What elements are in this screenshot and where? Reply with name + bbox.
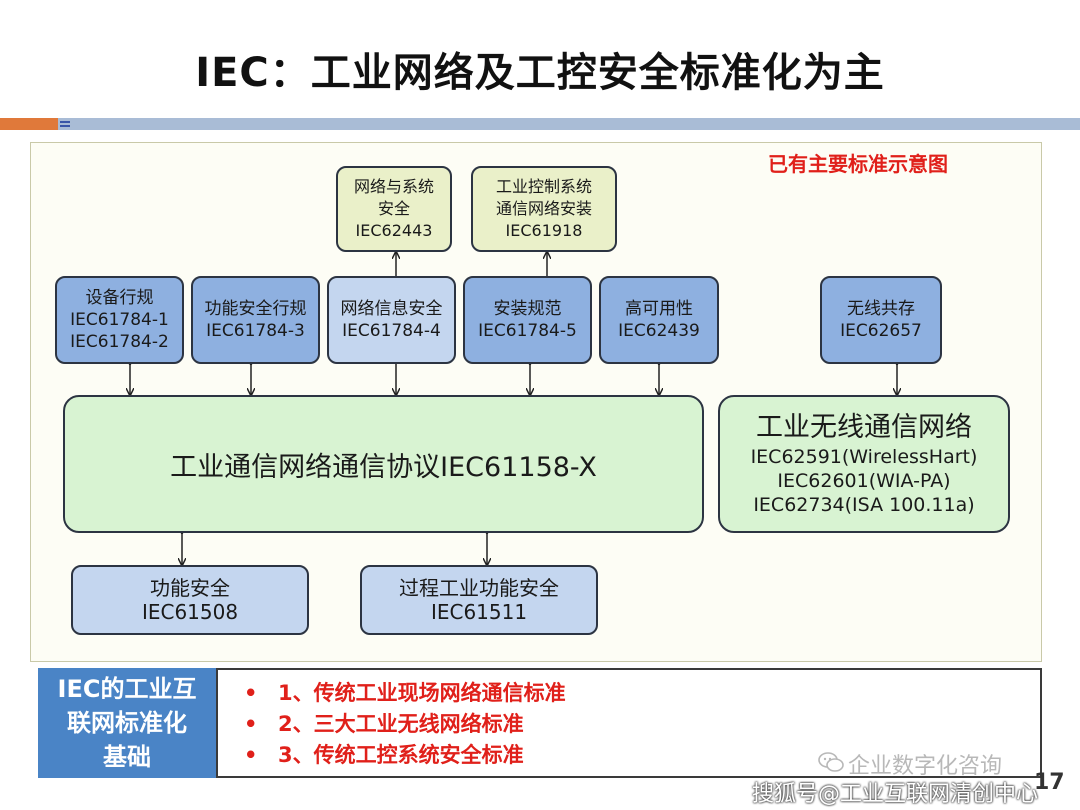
footer-label-line-1: IEC的工业互 xyxy=(57,675,197,703)
box-industrial-wireless-line-3: IEC62734(ISA 100.11a) xyxy=(753,494,975,516)
box-process-safety-line-1: 过程工业功能安全 xyxy=(399,576,559,600)
box-functional-safety-profile-line-1: 功能安全行规 xyxy=(204,299,307,319)
footer-item: • 1、传统工业现场网络通信标准 xyxy=(244,678,1040,709)
box-functional-safety: 功能安全 IEC61508 xyxy=(71,565,309,635)
box-iec62443: 网络与系统 安全 IEC62443 xyxy=(336,166,452,252)
bullet-icon: • xyxy=(244,681,258,705)
box-industrial-wireless-line-2: IEC62601(WIA-PA) xyxy=(777,470,951,492)
footer-item-text: 1、传统工业现场网络通信标准 xyxy=(278,681,566,705)
footer-label-line-2: 联网标准化 xyxy=(67,709,187,737)
box-iec61918-line-2: 通信网络安装 xyxy=(495,199,592,218)
bullet-icon: • xyxy=(244,743,258,767)
header-bar-accent xyxy=(0,118,58,130)
box-high-availability-line-2: IEC62439 xyxy=(618,321,700,341)
box-installation-spec-line-2: IEC61784-5 xyxy=(478,321,577,341)
box-iec61918-line-1: 工业控制系统 xyxy=(495,177,592,196)
box-iec62443-line-3: IEC62443 xyxy=(355,221,433,240)
box-installation-spec: 安装规范 IEC61784-5 xyxy=(463,276,592,364)
footer-list: • 1、传统工业现场网络通信标准 • 2、三大工业无线网络标准 • 3、传统工控系统安… xyxy=(216,668,1042,778)
box-high-availability: 高可用性 IEC62439 xyxy=(599,276,719,364)
box-device-profile-line-2: IEC61784-1 xyxy=(70,310,169,330)
box-iec61918-line-3: IEC61918 xyxy=(505,221,583,240)
box-industrial-wireless-title: 工业无线通信网络 xyxy=(756,412,972,443)
footer-item-text: 2、三大工业无线网络标准 xyxy=(278,712,524,736)
page-number: 17 xyxy=(1034,770,1065,795)
box-device-profile-line-1: 设备行规 xyxy=(85,288,154,308)
box-industrial-wireless: 工业无线通信网络 IEC62591(WirelessHart) IEC62601… xyxy=(718,395,1010,533)
box-process-safety-line-2: IEC61511 xyxy=(430,600,528,624)
box-iec61918: 工业控制系统 通信网络安装 IEC61918 xyxy=(471,166,617,252)
box-process-safety: 过程工业功能安全 IEC61511 xyxy=(360,565,598,635)
box-iec61158: 工业通信网络通信协议IEC61158-X xyxy=(63,395,704,533)
page-title: IEC：工业网络及工控安全标准化为主 xyxy=(195,50,885,96)
box-high-availability-line-1: 高可用性 xyxy=(625,299,693,319)
box-iec62443-line-1: 网络与系统 xyxy=(353,177,434,196)
header-bar xyxy=(58,118,1080,130)
box-network-info-security-line-1: 网络信息安全 xyxy=(340,299,443,319)
watermark-sohu: 搜狐号@工业互联网清创中心 xyxy=(752,782,1039,807)
wechat-icon xyxy=(818,751,848,779)
box-device-profile: 设备行规 IEC61784-1 IEC61784-2 xyxy=(55,276,184,364)
watermark-wechat-text: 企业数字化咨询 xyxy=(848,754,1003,779)
box-iec61158-label: 工业通信网络通信协议IEC61158-X xyxy=(170,451,597,483)
footer-item-text: 3、传统工控系统安全标准 xyxy=(278,743,524,767)
watermark-wechat: 企业数字化咨询 xyxy=(818,748,1002,780)
box-network-info-security: 网络信息安全 IEC61784-4 xyxy=(327,276,456,364)
menu-icon xyxy=(60,121,70,127)
footer-label: IEC的工业互 联网标准化 基础 xyxy=(38,668,216,778)
box-iec62443-line-2: 安全 xyxy=(377,199,410,218)
bullet-icon: • xyxy=(244,712,258,736)
box-wireless-coexistence: 无线共存 IEC62657 xyxy=(820,276,942,364)
box-wireless-coexistence-line-2: IEC62657 xyxy=(840,321,922,341)
box-functional-safety-line-1: 功能安全 xyxy=(150,576,230,600)
box-industrial-wireless-line-1: IEC62591(WirelessHart) xyxy=(750,446,978,468)
footer-item: • 2、三大工业无线网络标准 xyxy=(244,709,1040,740)
box-functional-safety-profile-line-2: IEC61784-3 xyxy=(206,321,305,341)
box-functional-safety-line-2: IEC61508 xyxy=(141,600,239,624)
box-functional-safety-profile: 功能安全行规 IEC61784-3 xyxy=(191,276,320,364)
box-network-info-security-line-2: IEC61784-4 xyxy=(342,321,441,341)
footer-label-line-3: 基础 xyxy=(103,743,151,771)
box-device-profile-line-3: IEC61784-2 xyxy=(70,332,169,352)
diagram-note: 已有主要标准示意图 xyxy=(768,152,948,176)
footer-item: • 3、传统工控系统安全标准 xyxy=(244,740,1040,771)
box-installation-spec-line-1: 安装规范 xyxy=(493,299,562,319)
box-wireless-coexistence-line-1: 无线共存 xyxy=(847,299,915,319)
